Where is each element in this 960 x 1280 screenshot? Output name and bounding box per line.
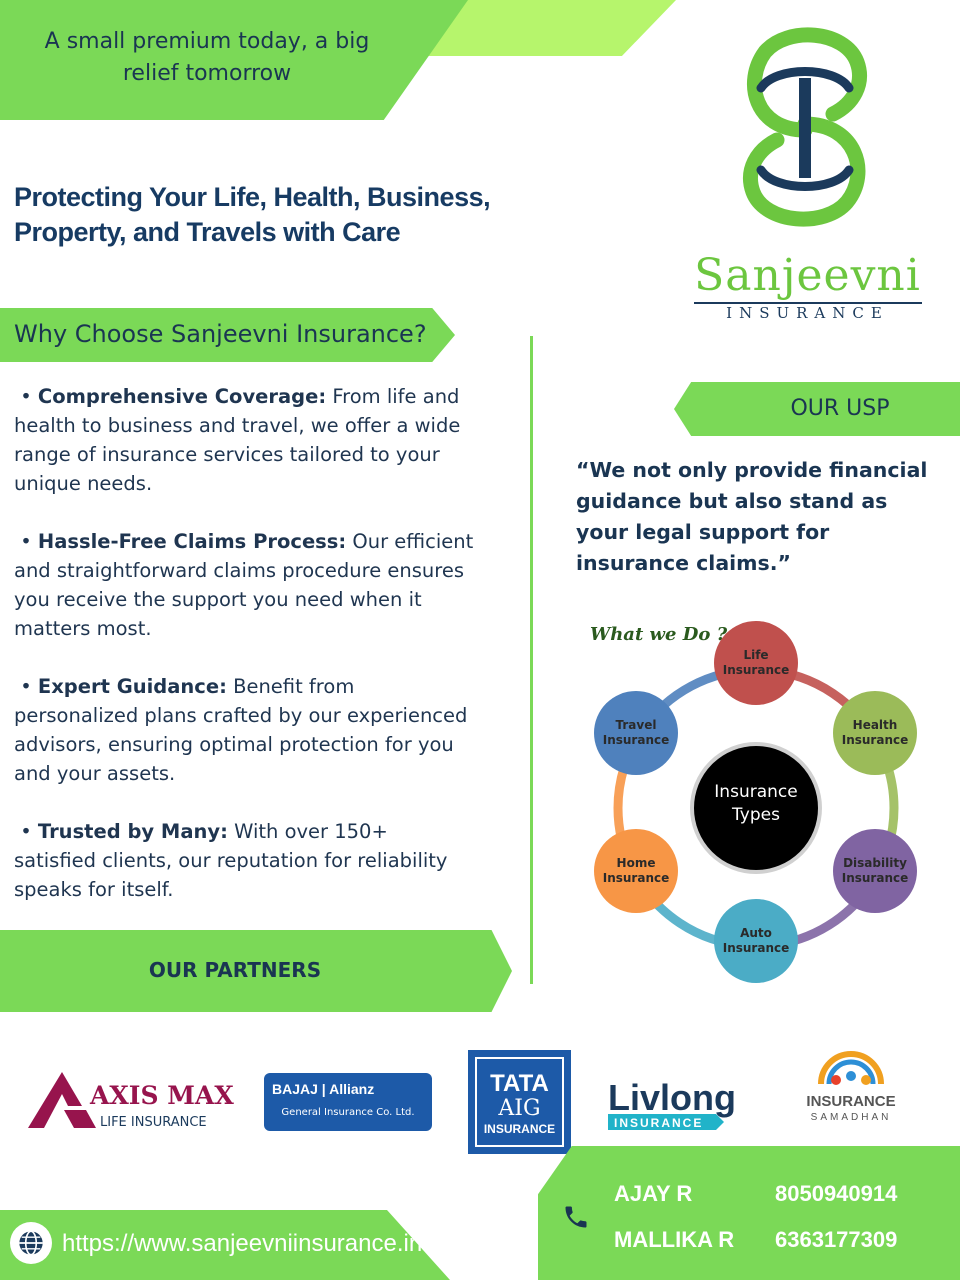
website-link[interactable]: https://www.sanjeevniinsurance.in [62,1230,423,1257]
allianz-name: Allianz [329,1081,375,1097]
partners-title: OUR PARTNERS [148,958,322,982]
node-label: Auto [740,926,772,940]
insurance-samadhan-logo: INSURANCE SAMADHAN [806,1051,896,1123]
node-label: Insurance [842,871,909,885]
bajaj-allianz-logo: BAJAJ | Allianz General Insurance Co. Lt… [264,1073,432,1131]
usp-quote: “We not only provide financial guidance … [576,458,928,575]
sanjeevni-logo-icon [743,27,867,227]
tagline-line-1: A small premium today, a big [44,29,370,54]
node-health: Health Insurance [833,691,917,775]
why-choose-title: Why Choose Sanjeevni Insurance? [14,320,427,348]
usp-title: OUR USP [790,396,890,421]
tagline: A small premium today, a big relief tomo… [22,26,392,90]
node-label: Disability [843,856,907,870]
livlong-logo: Livlong INSURANCE [608,1077,736,1130]
node-label: Health [853,718,898,732]
node-label: Insurance [603,733,670,747]
feature-item: • Comprehensive Coverage: From life and … [14,385,461,495]
contact-phone-2[interactable]: 6363177309 [775,1227,898,1252]
contact-name-2: MALLIKA R [614,1227,735,1252]
headline-line-1: Protecting Your Life, Health, Business, [14,182,491,212]
node-life: Life Insurance [714,621,798,705]
node-label: Insurance [842,733,909,747]
logo-name: Sanjeevni [694,250,921,301]
tagline-line-2: relief tomorrow [122,61,292,86]
livlong-name: Livlong [608,1077,736,1118]
logo-subtitle: INSURANCE [726,304,889,322]
node-label: Travel [616,718,657,732]
feature-text: Benefit from personalized plans crafted … [14,675,468,785]
feature-text: From life and health to business and tra… [14,385,461,495]
what-we-do-title: What we Do ? [590,624,728,645]
tata-line-1: TATA [490,1070,549,1097]
samadhan-name: INSURANCE [806,1093,895,1110]
center-label-2: Types [731,805,780,825]
node-label: Insurance [603,871,670,885]
node-label: Insurance [723,663,790,677]
feature-item: • Hassle-Free Claims Process: Our effici… [14,530,474,640]
contact-name-1: AJAY R [614,1181,693,1206]
usp-banner [674,382,960,436]
axis-name: AXIS MAX [89,1081,234,1110]
insurance-types-diagram: Insurance Types Life Insurance Health In… [594,621,917,983]
tata-aig-logo: TATA AIG INSURANCE [468,1050,571,1154]
tata-line-3: INSURANCE [483,1122,556,1136]
center-node: Insurance Types [690,742,822,874]
why-choose-banner [0,308,455,362]
headline: Protecting Your Life, Health, Business, … [14,180,534,250]
globe-icon [10,1222,52,1264]
contact-panel [538,1146,960,1280]
top-banner [0,0,468,120]
tata-line-2: AIG [498,1096,541,1121]
feature-text: Our efficient and straightforward claims… [14,530,474,640]
axis-max-logo: AXIS MAX LIFE INSURANCE [28,1072,234,1130]
logo-divider [694,302,922,304]
node-disability: Disability Insurance [833,829,917,913]
feature-title: Comprehensive Coverage: [37,385,327,408]
feature-title: Hassle-Free Claims Process: [37,530,347,553]
feature-text: With over 150+ satisfied clients, our re… [14,820,448,901]
feature-item: • Expert Guidance: Benefit from personal… [14,675,468,785]
partners-banner [0,930,512,1012]
contact-phone-1[interactable]: 8050940914 [775,1181,898,1206]
feature-title: Expert Guidance: [37,675,227,698]
livlong-sub: INSURANCE [614,1116,703,1130]
feature-title: Trusted by Many: [37,820,228,843]
node-home: Home Insurance [594,829,678,913]
website-banner [0,1210,450,1280]
node-label: Home [617,856,656,870]
bajaj-name: BAJAJ [272,1081,318,1097]
feature-item: • Trusted by Many: With over 150+ satisf… [14,820,448,901]
node-travel: Travel Insurance [594,691,678,775]
axis-sub: LIFE INSURANCE [100,1115,207,1130]
node-label: Life [743,648,768,662]
node-auto: Auto Insurance [714,899,798,983]
phone-icon [565,1206,587,1228]
samadhan-sub: SAMADHAN [811,1112,892,1123]
center-label-1: Insurance [714,782,797,802]
bajaj-sub: General Insurance Co. Ltd. [281,1107,415,1118]
headline-line-2: Property, and Travels with Care [14,217,401,247]
feature-list: • Comprehensive Coverage: From life and … [14,382,474,933]
node-label: Insurance [723,941,790,955]
column-divider [530,336,533,984]
